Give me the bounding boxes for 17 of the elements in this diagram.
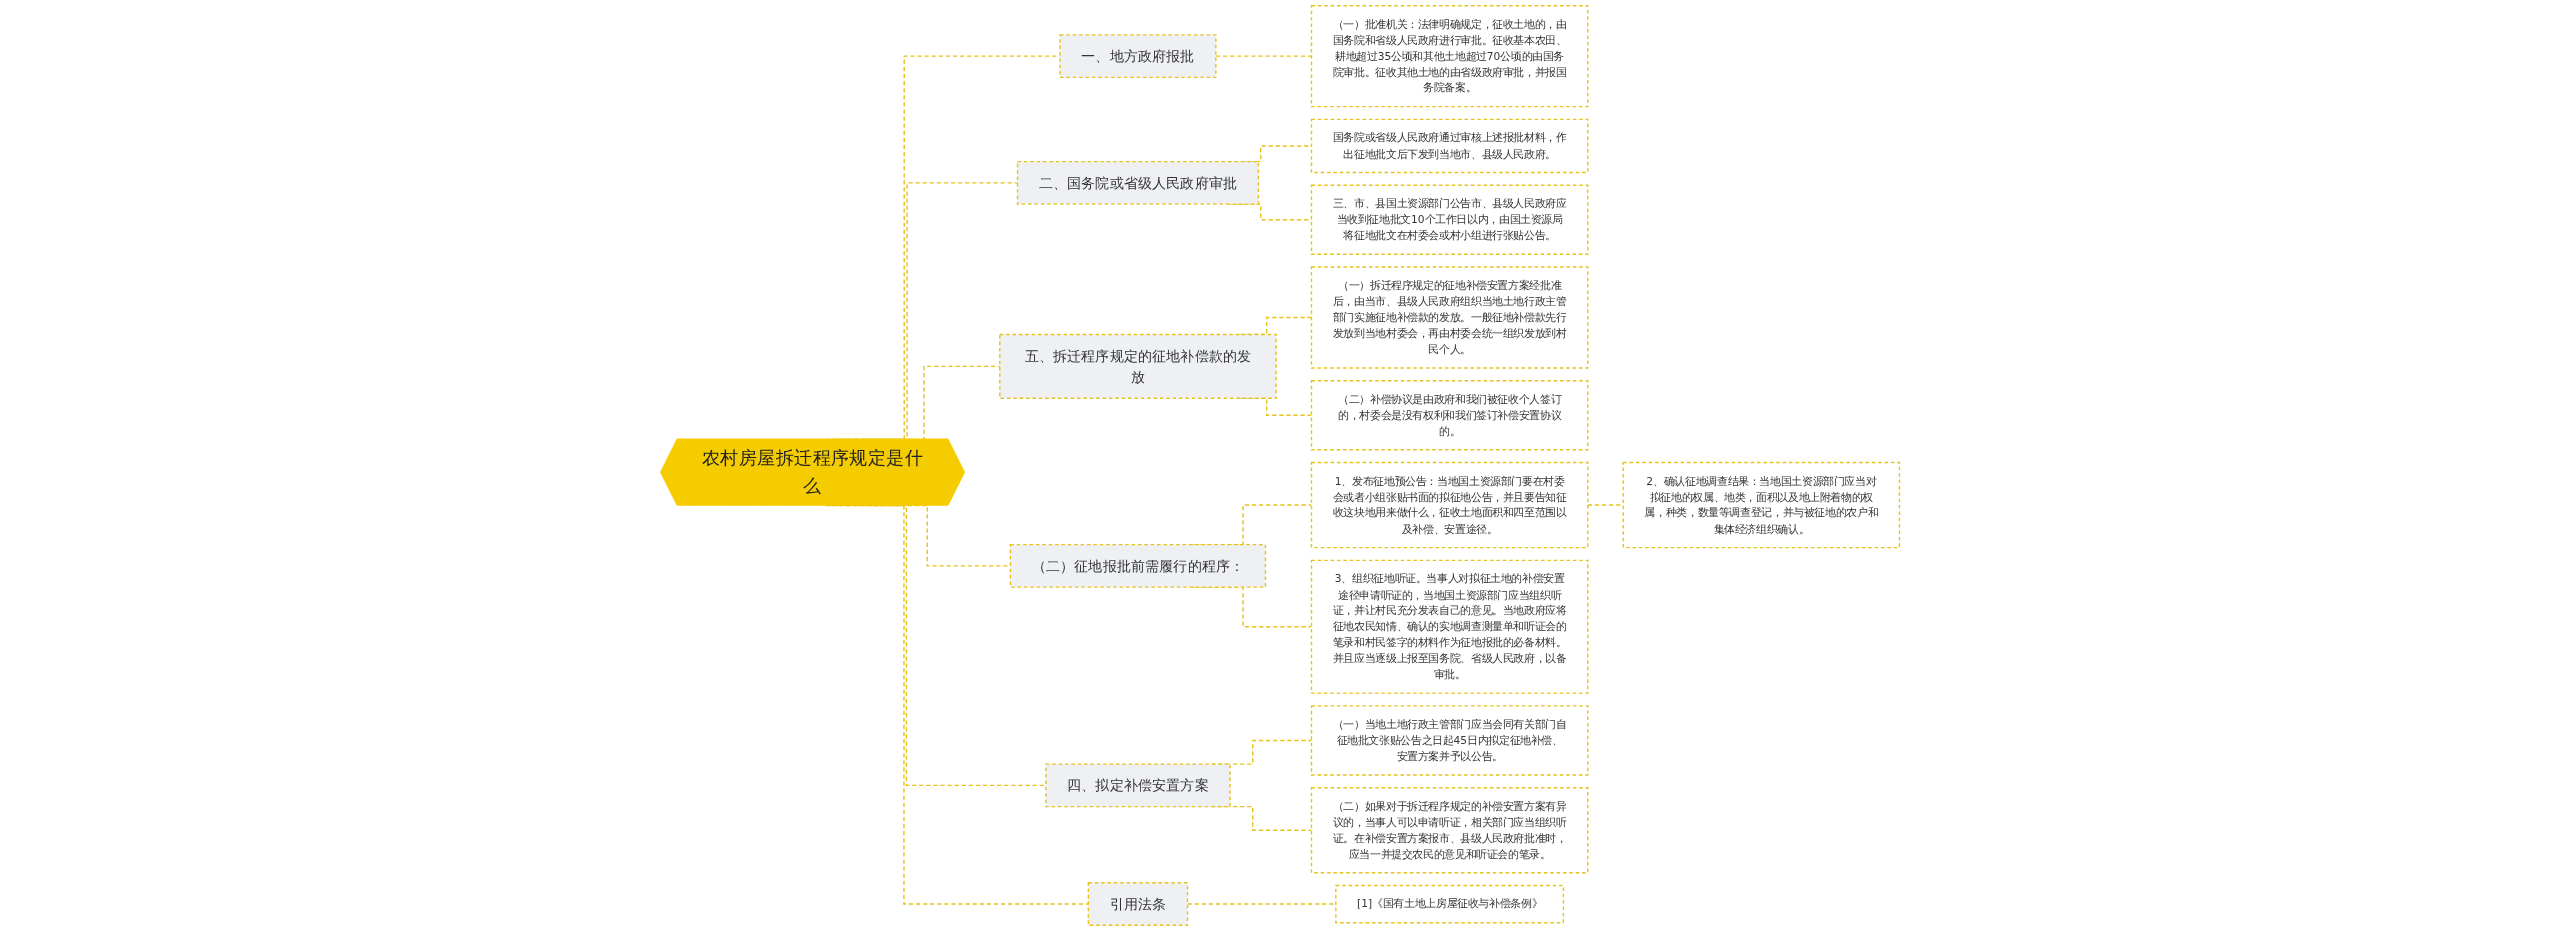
node-box: [1]《国有土地上房屋征收与补偿条例》 <box>1335 884 1565 924</box>
node-box: 国务院或省级人民政府通过审核上述报批材料，作出征地批文后下发到当地市、县级人民政府。 <box>1310 118 1589 174</box>
node-box: （二）补偿协议是由政府和我们被征收个人签订的，村委会是没有权利和我们签订补偿安置协议的。 <box>1310 380 1589 451</box>
node-box: 2、确认征地调查结果：当地国土资源部门应当对拟征地的权属、地类，面积以及地上附着物的权属，种类，数量等调查登记，并与被征地的农户和集体经济组织确认。 <box>1622 461 1901 549</box>
node-box: 1、发布征地预公告：当地国土资源部门要在村委会或者小组张贴书面的拟征地公告，并且要告知征收这块地用来做什么，征收土地面积和四至范围以及补偿、安置途径。 <box>1310 461 1589 549</box>
node-box: （一）当地土地行政主管部门应当会同有关部门自征地批文张贴公告之日起45日内拟定征地补偿、安置方案并予以公告。 <box>1310 705 1589 776</box>
node-box: （一）拆迁程序规定的征地补偿安置方案经批准后，由当市、县级人民政府组织当地土地行政主管部门实施征地补偿款的发放。一般征地补偿款先行发放到当地村委会，再由村委会统一组织发放到村民个人。 <box>1310 266 1589 369</box>
node-box: 一、地方政府报批 <box>1059 34 1217 79</box>
node-box: （一）批准机关：法律明确规定，征收土地的，由国务院和省级人民政府进行审批。征收基本农田、耕地超过35公顷和其他土地超过70公顷的由国务院审批。征收其他土地的由省级政府审批，并报国务院备案。 <box>1310 4 1589 108</box>
node-box: 四、拟定补偿安置方案 <box>1045 763 1231 808</box>
node-box: 3、组织征地听证。当事人对拟征土地的补偿安置途径申请听证的，当地国土资源部门应当组织听证，并让村民充分发表自己的意见。当地政府应将征地农民知情、确认的实地调查测量单和听证会的笔录和村民签字的材料作为征地报批的必备材料。并且应当逐级上报至国务院、省级人民政府，以备审批。 <box>1310 559 1589 694</box>
node-box: 引用法条 <box>1087 882 1189 927</box>
node-box: （二）如果对于拆迁程序规定的补偿安置方案有异议的，当事人可以申请听证，相关部门应当组织听证。在补偿安置方案报市、县级人民政府批准时，应当一并提交农民的意见和听证会的笔录。 <box>1310 787 1589 874</box>
node-box: （二）征地报批前需履行的程序： <box>1009 543 1267 588</box>
node-box: 五、拆迁程序规定的征地补偿款的发放 <box>999 333 1277 399</box>
node-box: 二、国务院或省级人民政府审批 <box>1016 160 1259 205</box>
node-box: 三、市、县国土资源部门公告市、县级人民政府应当收到征地批文10个工作日以内，由国土资源局将征地批文在村委会或村小组进行张贴公告。 <box>1310 184 1589 255</box>
